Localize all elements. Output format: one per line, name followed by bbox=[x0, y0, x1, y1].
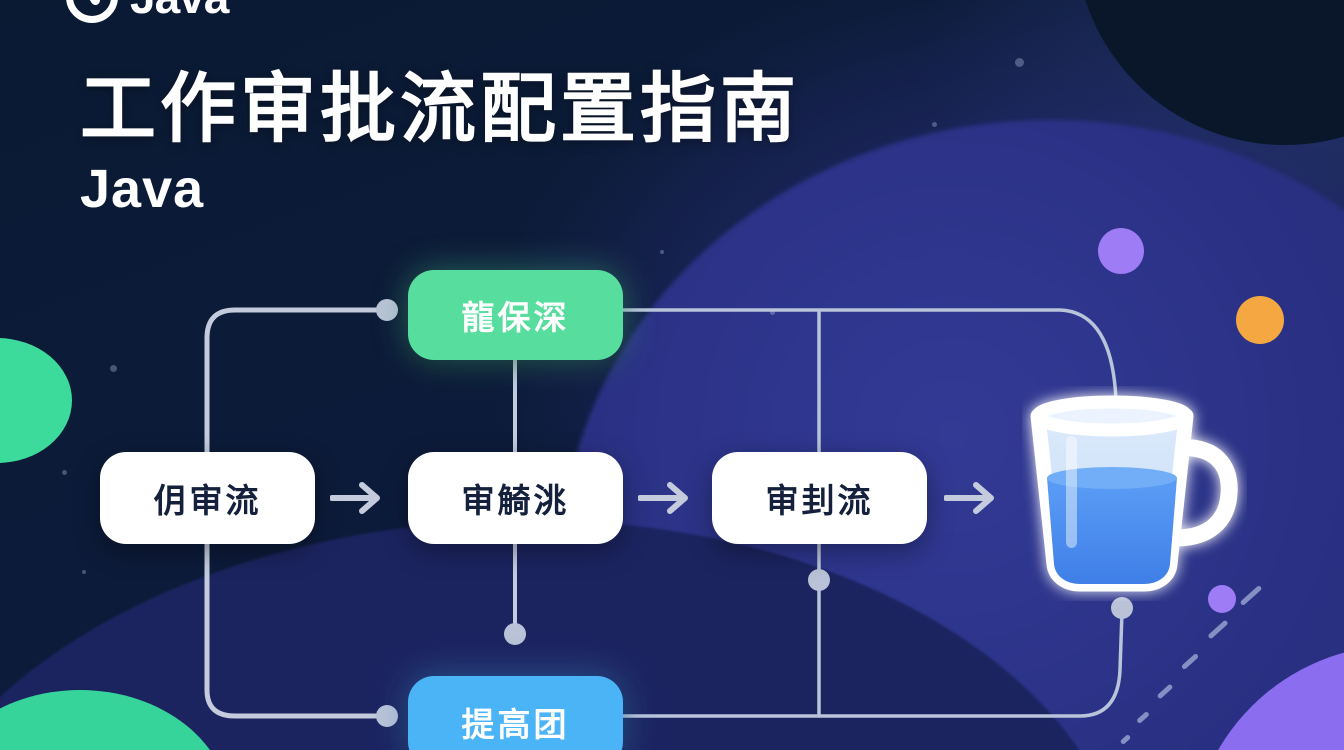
connector-dot-top-left bbox=[376, 299, 398, 321]
title-block: 工作审批流配置指南 Java bbox=[80, 72, 800, 220]
connector-dot-bottom-left bbox=[376, 705, 398, 727]
decor-dot-purple bbox=[1098, 228, 1144, 274]
arrow-right-to-mug-icon bbox=[944, 482, 994, 514]
flow-node-left[interactable]: 仴审流 bbox=[100, 452, 315, 544]
decor-dot-purple-small bbox=[1208, 585, 1236, 613]
page-subtitle: Java bbox=[80, 159, 205, 219]
flow-node-right[interactable]: 审刲流 bbox=[712, 452, 927, 544]
arrow-mid-to-right-icon bbox=[638, 482, 688, 514]
flow-node-left-label: 仴审流 bbox=[153, 482, 262, 519]
java-coffee-mug-icon bbox=[1030, 395, 1238, 592]
connector-dot-right-lower bbox=[808, 569, 830, 591]
flow-node-right-label: 审刲流 bbox=[765, 482, 874, 519]
arrow-left-to-mid-icon bbox=[330, 482, 380, 514]
brand-logo: Java bbox=[66, 0, 229, 24]
flow-node-bottom-label: 提高团 bbox=[461, 706, 570, 743]
decor-dot-orange bbox=[1236, 296, 1284, 344]
page-title: 工作审批流配置指南 bbox=[80, 67, 800, 152]
brand-logo-text: Java bbox=[130, 0, 229, 24]
connector-dot-mug bbox=[1111, 597, 1133, 619]
flow-node-top-label: 龍保深 bbox=[461, 299, 570, 336]
flow-node-top[interactable]: 龍保深 bbox=[408, 270, 623, 360]
flow-node-mid-label: 审觭洮 bbox=[461, 482, 570, 519]
flow-node-bottom[interactable]: 提高团 bbox=[408, 676, 623, 750]
connector-dot-mid-bottom bbox=[504, 623, 526, 645]
flow-node-mid[interactable]: 审觭洮 bbox=[408, 452, 623, 544]
